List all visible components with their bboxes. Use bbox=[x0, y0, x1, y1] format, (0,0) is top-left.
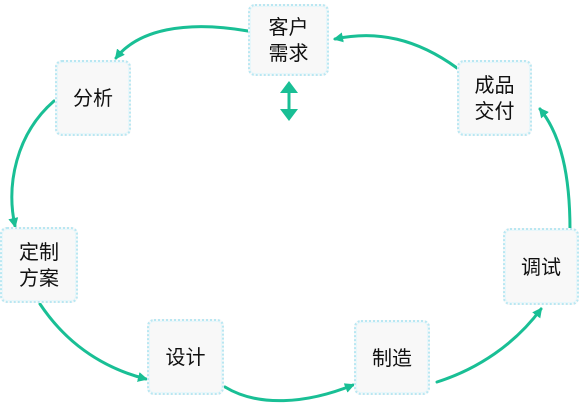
node-label: 定制 方案 bbox=[19, 240, 59, 290]
node-debug: 调试 bbox=[503, 228, 579, 305]
node-analysis: 分析 bbox=[55, 60, 131, 136]
node-label: 调试 bbox=[521, 254, 561, 279]
arrow-plan-to-design bbox=[38, 302, 148, 382]
node-label: 制造 bbox=[372, 345, 412, 370]
arrow-design-to-manufacture bbox=[223, 383, 355, 403]
node-label: 成品 交付 bbox=[474, 73, 515, 123]
node-label: 分析 bbox=[73, 86, 113, 110]
node-label: 客户 需求 bbox=[268, 15, 309, 65]
vertical-double-arrow bbox=[280, 81, 298, 121]
arrow-demand-to-analysis bbox=[114, 25, 250, 60]
node-label: 设计 bbox=[165, 345, 206, 369]
arrow-manufacture-to-debug bbox=[435, 307, 543, 384]
node-custom-plan: 定制 方案 bbox=[0, 227, 78, 303]
node-manufacture: 制造 bbox=[354, 320, 430, 395]
node-design: 设计 bbox=[147, 319, 224, 395]
node-delivery: 成品 交付 bbox=[457, 60, 532, 136]
arrow-debug-to-delivery bbox=[538, 107, 572, 232]
arrow-analysis-to-plan bbox=[8, 99, 56, 228]
node-customer-demand: 客户 需求 bbox=[248, 4, 329, 76]
arrow-delivery-to-demand bbox=[333, 32, 459, 70]
